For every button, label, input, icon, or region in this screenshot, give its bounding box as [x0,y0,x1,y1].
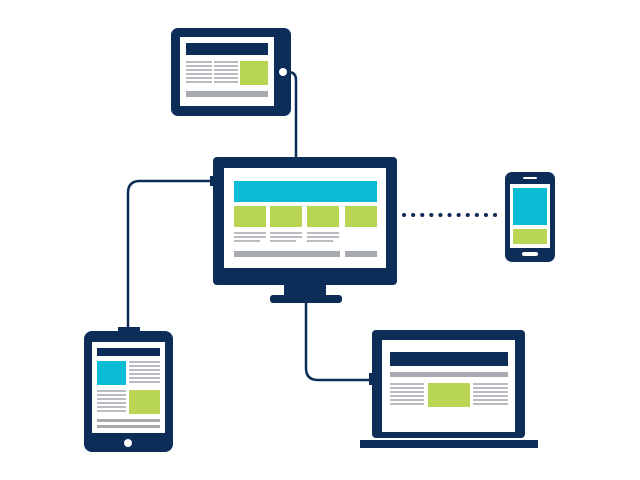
monitor-stand-neck [284,285,326,297]
laptop-base [360,440,538,448]
home-button-icon [279,68,287,76]
home-button-icon [124,439,132,447]
cable-monitor-to-left-tablet [126,179,215,332]
monitor-text-lines [234,232,339,242]
desktop-monitor [210,157,397,303]
tablet-landscape [171,28,291,116]
monitor-stand-base [270,295,342,303]
laptop [360,330,538,448]
cable-monitor-to-laptop [304,300,374,382]
tablet-portrait [84,327,173,452]
tablet-portrait-text-lines [97,361,160,412]
tablet-landscape-text-lines [186,61,238,83]
phone-home-button-icon [522,252,538,256]
laptop-text-lines [390,383,508,405]
speaker-slot-icon [523,177,537,179]
smartphone [505,172,555,262]
